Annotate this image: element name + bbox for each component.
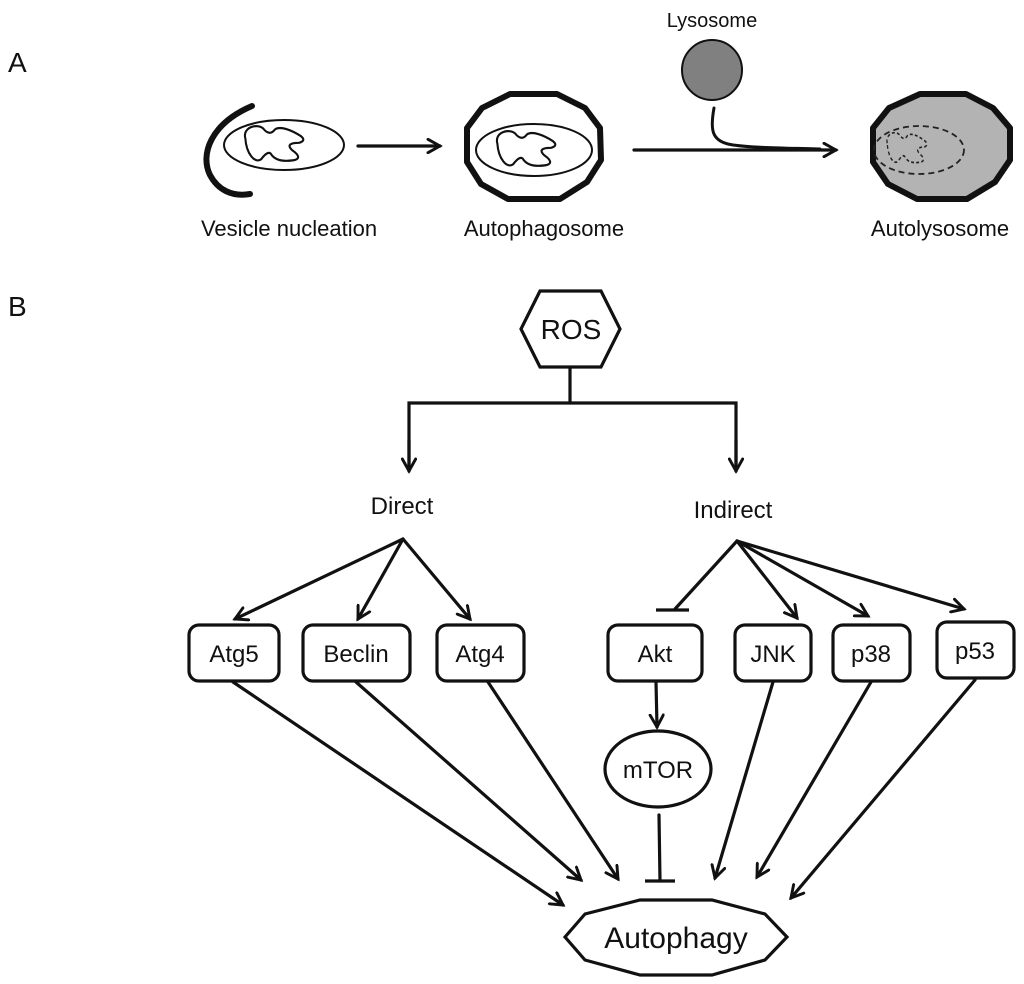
- ros-label: ROS: [541, 314, 602, 345]
- degrading-mitochondrion-outer: [873, 125, 965, 175]
- caption-vesicle-nucleation: Vesicle nucleation: [201, 216, 377, 241]
- arrow-indirect-to-p53: [735, 539, 964, 609]
- svg-text:JNK: JNK: [750, 641, 795, 668]
- node-autophagy: Autophagy: [562, 898, 790, 977]
- caption-autophagosome: Autophagosome: [464, 216, 624, 241]
- mitochondrion-inner: [243, 125, 305, 162]
- arrow-atg4-to-autophagy: [486, 680, 618, 879]
- arrow-beclin-to-autophagy: [354, 680, 581, 880]
- arrow-jnk-to-autophagy: [715, 680, 775, 878]
- arrow-direct-to-atg4: [401, 537, 470, 619]
- autophagosome-illustration: [464, 91, 604, 202]
- autolysosome-membrane: [870, 91, 1013, 202]
- engulfed-mitochondrion-inner: [495, 130, 557, 167]
- node-p38: p38: [831, 623, 912, 683]
- node-mtor: mTOR: [603, 729, 713, 809]
- vesicle-nucleation-illustration: [203, 103, 345, 198]
- node-jnk: JNK: [733, 623, 813, 683]
- node-atg4: Atg4: [435, 623, 526, 683]
- node-akt: Akt: [606, 623, 704, 683]
- arrow-akt-to-mtor: [656, 680, 657, 727]
- lysosome-label: Lysosome: [667, 10, 757, 32]
- inhibit-mtor-to-autophagy: [657, 813, 662, 883]
- phagophore-membrane: [203, 103, 255, 198]
- svg-text:p53: p53: [955, 638, 995, 665]
- arrow-p53-to-autophagy: [791, 678, 977, 898]
- ros-node-shape: [519, 289, 622, 369]
- ros-split-line: [407, 401, 738, 470]
- lysosome: [681, 39, 743, 101]
- svg-text:Autophagy: Autophagy: [604, 922, 747, 955]
- arrow-direct-to-atg5: [235, 537, 405, 619]
- svg-text:Beclin: Beclin: [323, 641, 388, 668]
- arrow-atg5-to-autophagy: [231, 680, 563, 905]
- indirect-label: Indirect: [694, 497, 773, 524]
- arrow-direct-to-beclin: [356, 537, 405, 619]
- inhibit-indirect-to-akt: [673, 539, 739, 611]
- panel-label-b: B: [8, 291, 27, 322]
- svg-text:mTOR: mTOR: [623, 757, 693, 784]
- node-beclin: Beclin: [301, 623, 412, 683]
- node-atg5: Atg5: [187, 623, 281, 683]
- arrow-indirect-to-jnk: [735, 539, 797, 618]
- svg-text:Atg5: Atg5: [209, 641, 258, 668]
- autolysosome-illustration: [870, 91, 1013, 202]
- node-p53: p53: [935, 620, 1016, 680]
- arrow-p38-to-autophagy: [755, 680, 873, 877]
- lysosome-fusion-path: [710, 106, 822, 151]
- direct-label: Direct: [371, 493, 434, 520]
- svg-text:Atg4: Atg4: [455, 641, 504, 668]
- svg-text:Akt: Akt: [638, 641, 673, 668]
- svg-text:p38: p38: [851, 641, 891, 668]
- caption-autolysosome: Autolysosome: [871, 216, 1009, 241]
- panel-label-a: A: [8, 47, 27, 78]
- arrow-indirect-to-p38: [735, 539, 868, 618]
